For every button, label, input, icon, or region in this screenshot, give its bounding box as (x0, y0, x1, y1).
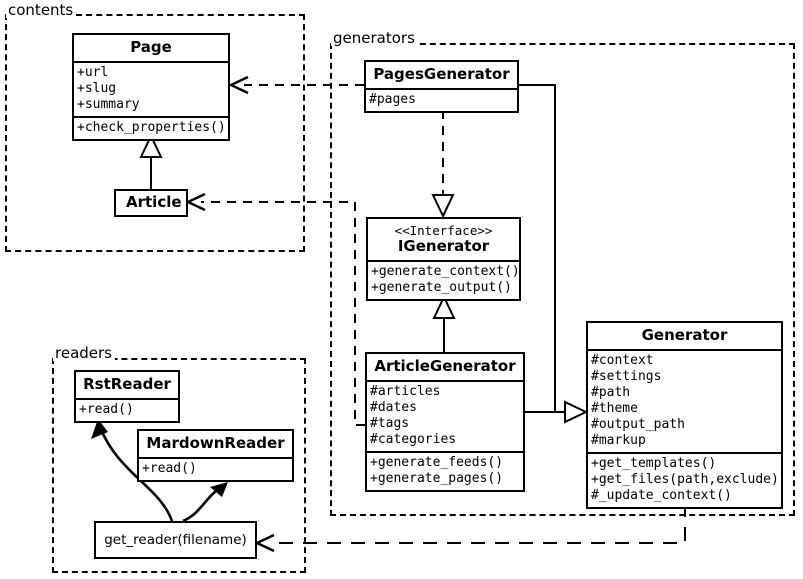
class-mardown-reader-operations: +read() (139, 457, 292, 480)
class-page[interactable]: Page +url +slug +summary +check_properti… (72, 33, 230, 141)
class-igenerator-stereotype: <<Interface>> (394, 223, 493, 238)
class-generator[interactable]: Generator #context #settings #path #them… (586, 321, 783, 509)
class-article-generator-title: ArticleGenerator (374, 357, 516, 375)
attribute-row: +url (77, 65, 109, 80)
class-igenerator[interactable]: <<Interface>> IGenerator +generate_conte… (366, 217, 521, 301)
function-get-reader[interactable]: get_reader(filename) (94, 521, 257, 559)
class-page-title: Page (130, 38, 172, 56)
attribute-row: #dates (370, 400, 417, 415)
package-readers-label: readers (53, 345, 115, 361)
package-generators (330, 43, 795, 516)
class-igenerator-name: IGenerator (397, 237, 490, 255)
operation-row: +read() (79, 402, 134, 417)
attribute-row: #theme (591, 401, 638, 416)
attribute-row: #articles (370, 384, 441, 399)
attribute-row: #output_path (591, 417, 685, 432)
class-rst-reader[interactable]: RstReader +read() (74, 370, 180, 423)
operation-row: +generate_context() (371, 264, 520, 279)
package-contents (5, 14, 305, 252)
class-igenerator-operations: +generate_context() +generate_output() (368, 260, 520, 299)
class-generator-title: Generator (641, 326, 728, 344)
operation-row: +generate_pages() (370, 471, 504, 486)
class-article[interactable]: Article (114, 189, 188, 217)
package-readers (52, 358, 306, 573)
operation-row: +generate_feeds() (370, 455, 504, 470)
attribute-row: #markup (591, 433, 646, 448)
class-page-attributes: +url +slug +summary (74, 61, 228, 116)
class-article-generator-attributes: #articles #dates #tags #categories (367, 380, 523, 451)
class-pages-generator-attributes: #pages (366, 88, 517, 111)
attribute-row: +summary (77, 97, 140, 112)
class-mardown-reader[interactable]: MardownReader +read() (137, 429, 294, 482)
class-mardown-reader-title: MardownReader (146, 434, 285, 452)
operation-row: +get_templates() (591, 456, 717, 471)
attribute-row: +slug (77, 81, 117, 96)
class-article-generator-operations: +generate_feeds() +generate_pages() (367, 451, 523, 490)
attribute-row: #tags (370, 416, 410, 431)
attribute-row: #pages (369, 92, 416, 107)
class-rst-reader-operations: +read() (76, 398, 178, 421)
class-pages-generator-title: PagesGenerator (373, 65, 510, 83)
class-page-operations: +check_properties() (74, 116, 228, 139)
package-contents-label: contents (6, 2, 77, 18)
attribute-row: #settings (591, 369, 662, 384)
operation-row: +read() (142, 461, 197, 476)
operation-row: +get_files(path,exclude) (591, 472, 779, 487)
class-article-generator[interactable]: ArticleGenerator #articles #dates #tags … (365, 352, 525, 492)
operation-row: +generate_output() (371, 280, 512, 295)
class-generator-attributes: #context #settings #path #theme #output_… (588, 349, 781, 452)
class-article-title: Article (126, 193, 182, 211)
operation-row: +check_properties() (77, 120, 226, 135)
class-igenerator-title: <<Interface>> IGenerator (368, 219, 519, 260)
attribute-row: #context (591, 353, 654, 368)
attribute-row: #path (591, 385, 631, 400)
package-generators-label: generators (331, 30, 418, 46)
function-get-reader-label: get_reader(filename) (104, 532, 247, 548)
class-generator-operations: +get_templates() +get_files(path,exclude… (588, 452, 781, 507)
class-pages-generator[interactable]: PagesGenerator #pages (364, 60, 519, 113)
class-rst-reader-title: RstReader (83, 375, 171, 393)
attribute-row: #categories (370, 432, 457, 447)
operation-row: #_update_context() (591, 488, 732, 503)
